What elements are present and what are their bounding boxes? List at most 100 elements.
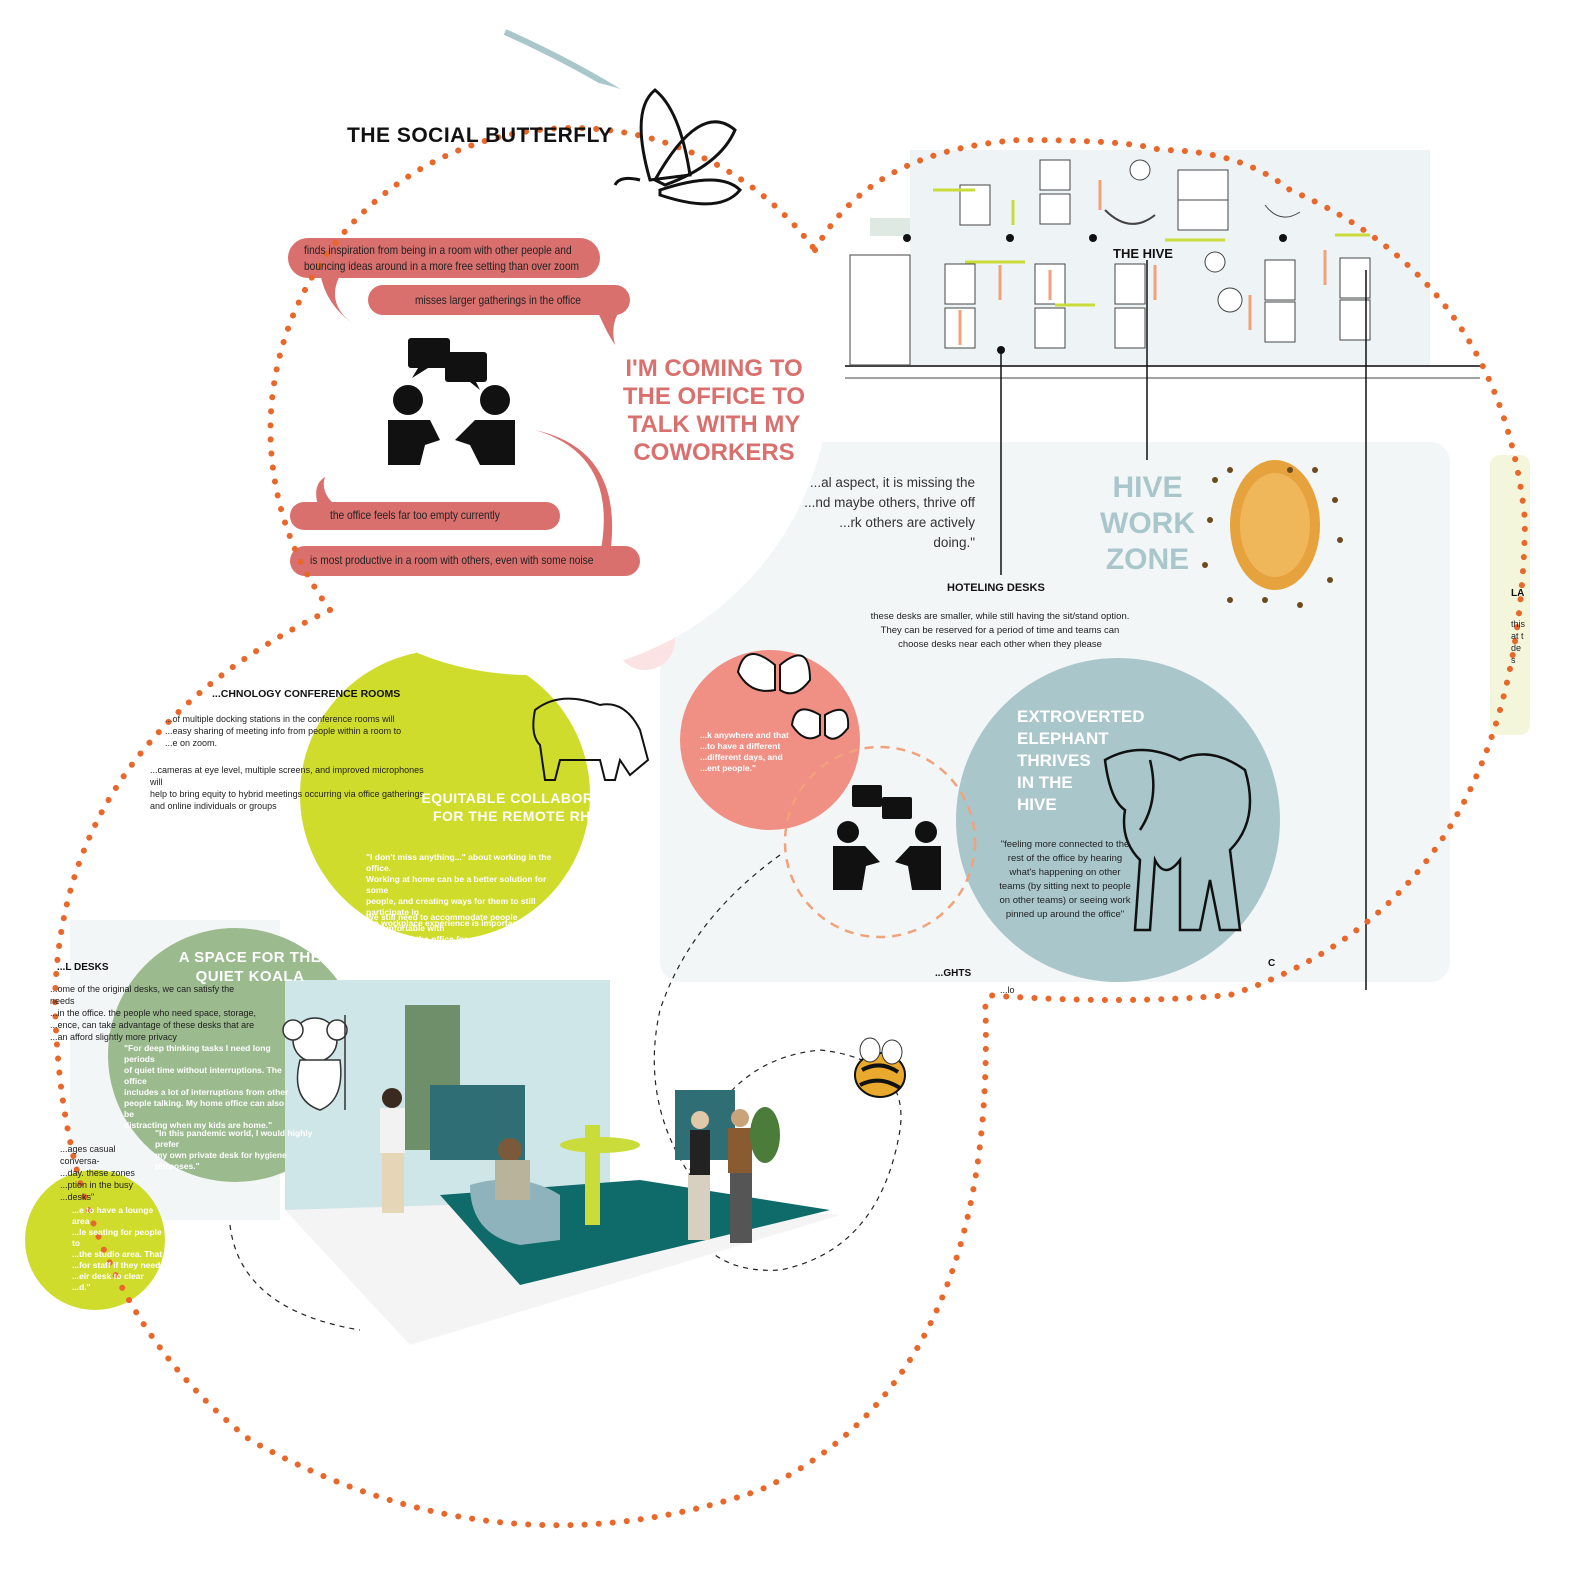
floor-plan (845, 150, 1480, 379)
desks-line-2: ...in the office. the people who need sp… (50, 1008, 256, 1018)
pink-circle-text: ...k anywhere and that ...to have a diff… (700, 730, 795, 774)
dashed-peach-circle (783, 745, 977, 939)
headline-line-3: TALK WITH MY (627, 411, 801, 438)
headline-line-4: COWORKERS (633, 439, 795, 466)
elephant-title-line-1: EXTROVERTED (1017, 707, 1145, 726)
bubble-text-2: misses larger gatherings in the office (415, 293, 581, 307)
hoteling-desks-text: these desks are smaller, while still hav… (850, 610, 1150, 652)
small-lime-circle (25, 1170, 165, 1310)
elephant-quote: "feeling more connected to the rest of t… (990, 838, 1140, 922)
speech-bubbles (288, 238, 640, 576)
rhino-circle (300, 650, 590, 940)
small-butterflies-icon (736, 653, 850, 740)
elephant-quote-line-5: on other teams) or seeing work (999, 895, 1131, 906)
right-cut-line-2: at t (1511, 631, 1524, 641)
bubble-text-3: the office feels far too empty currently (330, 508, 500, 522)
left-line-3: ...ption in the busy (60, 1180, 134, 1190)
bubble-text-1b: bouncing ideas around in a more free set… (304, 259, 580, 273)
pink-line-2: ...to have a different (700, 741, 781, 751)
elephant-title-line-5: HIVE (1017, 795, 1057, 814)
bee-icon (854, 1037, 906, 1098)
green-line-4: ...for staff if they need (72, 1260, 161, 1270)
koala-left-text: ...ages casual conversa- ...day. these z… (60, 1143, 150, 1203)
hive-quote: ...al aspect, it is missing the ...nd ma… (795, 473, 975, 553)
pink-circle (680, 650, 860, 830)
hoteling-line-2: They can be reserved for a period of tim… (880, 625, 1120, 636)
elephant-circle (956, 658, 1280, 982)
koala-title-line-2: QUIET KOALA (195, 968, 305, 985)
rhino-q1-line-1: "I don't miss anything..." about working… (366, 852, 552, 873)
rhino-q2-line-1: We still need to accommodate people unco… (366, 912, 518, 933)
right-cut-label: LA (1511, 588, 1525, 599)
room-illustration (285, 980, 840, 1345)
conf2-line-3: and online individuals or groups (150, 801, 277, 811)
green-line-1: ...e to have a lounge area (72, 1205, 154, 1226)
koala-q2-line-2: my own private desk for hygiene purposes… (155, 1150, 287, 1171)
hoteling-desks-title: HOTELING DESKS (947, 582, 1045, 594)
rhino-title-line-2: FOR THE REMOTE RHINOS (432, 808, 628, 824)
conf2-line-1: ...cameras at eye level, multiple screen… (150, 765, 424, 787)
butterfly-title: THE SOCIAL BUTTERFLY (347, 124, 613, 147)
conf2-line-2: help to bring equity to hybrid meetings … (150, 789, 424, 799)
dashed-connectors (229, 854, 902, 1331)
elephant-quote-line-3: what's happening on other (1009, 867, 1121, 878)
koala-q1-line-1: "For deep thinking tasks I need long per… (124, 1043, 271, 1064)
bubble-text-4: is most productive in a room with others… (310, 553, 594, 567)
rhino-q1-line-3: people, and creating ways for them to st… (366, 896, 536, 917)
hive-work-zone-title: HIVE WORK ZONE (1090, 470, 1205, 578)
beehive-icon (1202, 460, 1343, 608)
rhino-icon (532, 697, 650, 781)
left-line-4: ...desks" (60, 1192, 95, 1202)
headline-line-2: THE OFFICE TO (622, 383, 806, 410)
green-line-3: ...the studio area. That (72, 1249, 163, 1259)
hoteling-line-1: these desks are smaller, while still hav… (870, 611, 1130, 622)
orange-dotted-outline (51, 125, 1529, 1529)
zone-title-line-2: WORK (1100, 507, 1195, 540)
rhino-q2-line-3: reasons. (366, 956, 401, 966)
rhino-q1-line-4: the workplace experience is important. (366, 918, 523, 928)
coming-to-office-headline: I'M COMING TO THE OFFICE TO TALK WITH MY… (590, 355, 838, 467)
conference-rooms-title: ...CHNOLOGY CONFERENCE ROOMS (212, 688, 401, 700)
right-cut-line-3: de (1511, 643, 1522, 653)
green-line-6: ...d." (72, 1282, 91, 1292)
rhino-q1-line-2: Working at home can be a better solution… (366, 874, 547, 895)
rhino-quote-1: "I don't miss anything..." about working… (366, 852, 566, 929)
desks-cut-title: ...L DESKS (57, 962, 109, 973)
pink-line-3: ...different days, and (700, 752, 783, 762)
koala-quote-1: "For deep thinking tasks I need long per… (124, 1043, 294, 1131)
conference-text-2: ...cameras at eye level, multiple screen… (150, 764, 430, 812)
plan-accents (903, 180, 1370, 354)
right-lime-panel (1490, 455, 1530, 735)
right-cut-text: this at t de s (1511, 618, 1531, 666)
butterfly-icon (613, 88, 743, 206)
elephant-quote-line-2: rest of the office by hearing (1007, 853, 1123, 864)
bottom-cut-c: C (1268, 958, 1276, 969)
conf-line-2: ...easy sharing of meeting info from peo… (165, 726, 402, 736)
rhino-quote-2: We still need to accommodate people unco… (366, 912, 566, 967)
headline-line-1: I'M COMING TO (625, 355, 803, 382)
left-line-2: ...day. these zones (60, 1168, 135, 1178)
conf-line-1: ...of multiple docking stations in the c… (165, 714, 395, 724)
koala-icon (282, 1015, 348, 1111)
koala-title-line-1: A SPACE FOR THE (178, 949, 322, 966)
elephant-title: EXTROVERTED ELEPHANT THRIVES IN THE HIVE (1017, 706, 1145, 816)
hive-quote-line-2: ...nd maybe others, thrive off (804, 495, 975, 510)
conference-text-1: ...of multiple docking stations in the c… (165, 713, 425, 749)
elephant-quote-line-6: pinned up around the office" (1005, 909, 1125, 920)
conversation-icon-small (833, 785, 941, 890)
rhino-q2-line-2: returning to the office for personal, pa… (366, 934, 563, 955)
zone-title-line-3: ZONE (1105, 543, 1190, 576)
pink-line-1: ...k anywhere and that (700, 730, 789, 740)
left-line-1: ...ages casual conversa- (60, 1144, 116, 1166)
conf-line-3: ...e on zoom. (165, 738, 218, 748)
right-cut-line-4: s (1511, 655, 1516, 665)
green-line-5: ...eir desk to clear (72, 1271, 144, 1281)
pink-line-4: ...ent people." (700, 763, 756, 773)
elephant-quote-line-1: "feeling more connected to the (1000, 839, 1130, 850)
desks-cut-text: ...ome of the original desks, we can sat… (50, 983, 260, 1043)
bottom-cut-text: ...lo (1000, 985, 1015, 995)
zone-title-line-1: HIVE (1112, 471, 1183, 504)
rhino-title-line-1: EQUITABLE COLLABORATION (421, 790, 639, 806)
hive-quote-line-1: ...al aspect, it is missing the (809, 475, 975, 490)
